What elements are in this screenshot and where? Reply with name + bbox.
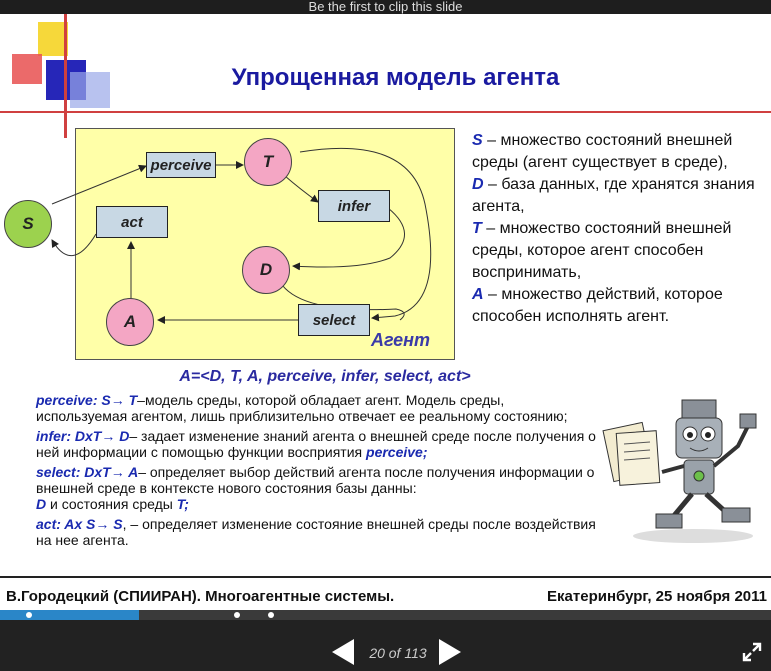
def-perceive: perceive: S→ T–модель среды, которой обл… bbox=[36, 392, 568, 424]
top-bar: Be the first to clip this slide bbox=[0, 0, 771, 14]
function-definitions: perceive: S→ T–модель среды, которой обл… bbox=[36, 392, 596, 552]
slide-progress-bar[interactable] bbox=[0, 610, 771, 620]
accent-horizontal-line bbox=[0, 111, 771, 113]
def-act: act: Ax S→ S, – определяет изменение сос… bbox=[36, 516, 596, 548]
next-slide-icon[interactable] bbox=[439, 639, 461, 665]
progress-marker[interactable] bbox=[234, 612, 240, 618]
desc-d: D – база данных, где хранятся знания аге… bbox=[472, 176, 755, 215]
fullscreen-icon[interactable] bbox=[742, 642, 762, 662]
def-infer: infer: DxT→ D– задает изменение знаний а… bbox=[36, 428, 596, 460]
diagram-arrows bbox=[51, 147, 432, 324]
node-d: D bbox=[242, 246, 290, 294]
player-controls: 20 of 113 bbox=[0, 620, 771, 671]
progress-marker[interactable] bbox=[26, 612, 32, 618]
node-perceive: perceive bbox=[146, 152, 216, 178]
slide-counter: 20 of 113 bbox=[369, 645, 427, 661]
agent-formula: A=<D, T, A, perceive, infer, select, act… bbox=[179, 368, 471, 385]
desc-a: A – множество действий, которое способен… bbox=[472, 286, 723, 325]
clip-prompt[interactable]: Be the first to clip this slide bbox=[308, 0, 463, 14]
slide: Упрощенная модель агента bbox=[0, 14, 771, 610]
node-a: A bbox=[106, 298, 154, 346]
agent-diagram: perceive T infer act S D A select Агент bbox=[0, 124, 460, 384]
node-select: select bbox=[298, 304, 370, 336]
node-infer: infer bbox=[318, 190, 390, 222]
desc-t: T – множество состояний внешней среды, к… bbox=[472, 220, 732, 281]
prev-slide-icon[interactable] bbox=[332, 639, 354, 665]
deco-square-yellow bbox=[38, 22, 68, 56]
def-select: select: DxT→ A– определяет выбор действи… bbox=[36, 464, 595, 512]
agent-label: Агент bbox=[371, 330, 431, 350]
footer-line bbox=[0, 576, 771, 578]
node-s: S bbox=[4, 200, 52, 248]
footer-place-date: Екатеринбург, 25 ноября 2011 bbox=[547, 588, 767, 605]
accent-vertical-line bbox=[64, 14, 67, 138]
deco-square-red bbox=[12, 54, 42, 84]
desc-s: S – множество состояний внешней среды (а… bbox=[472, 132, 733, 171]
node-act: act bbox=[96, 206, 168, 238]
slide-title: Упрощенная модель агента bbox=[231, 64, 560, 91]
footer-author: В.Городецкий (СПИИРАН). Многоагентные си… bbox=[6, 588, 395, 605]
deco-square-lightblue bbox=[70, 72, 110, 108]
progress-marker[interactable] bbox=[268, 612, 274, 618]
set-descriptions: S – множество состояний внешней среды (а… bbox=[472, 130, 771, 328]
progress-fill bbox=[0, 610, 139, 620]
node-t: T bbox=[244, 138, 292, 186]
robot-illustration bbox=[602, 399, 757, 543]
